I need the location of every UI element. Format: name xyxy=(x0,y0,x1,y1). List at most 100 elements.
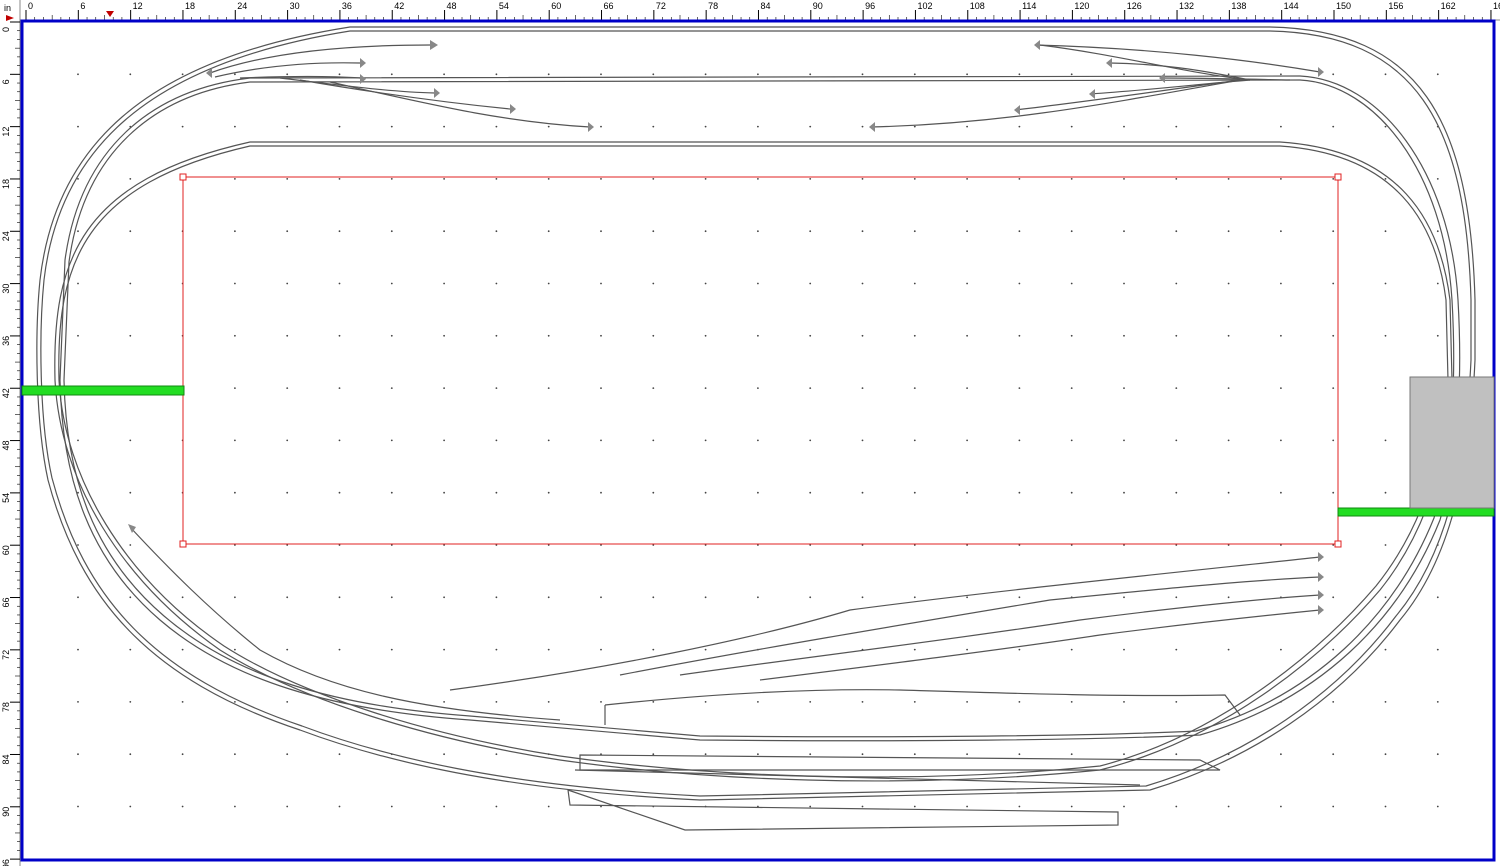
grid-dot xyxy=(600,491,602,494)
ruler-tick-label: 90 xyxy=(1,807,11,817)
grid-dot xyxy=(338,596,341,599)
spur-track[interactable] xyxy=(209,44,431,74)
track-end-markers xyxy=(128,40,1324,615)
grid-dot xyxy=(1123,596,1125,599)
outer-loop-track[interactable] xyxy=(36,26,1476,801)
grid-dot xyxy=(1070,805,1073,808)
grid-dot xyxy=(757,334,759,337)
grid-dot xyxy=(966,753,968,756)
grid-dot xyxy=(338,73,341,76)
yard-track[interactable] xyxy=(604,689,1241,716)
grid-dot xyxy=(809,178,812,180)
grid-dot xyxy=(1332,648,1335,651)
grid-dot xyxy=(1227,596,1230,599)
selected-rectangle[interactable] xyxy=(179,173,1342,548)
grid-dot xyxy=(547,439,550,442)
middle-loop-track[interactable] xyxy=(59,75,1461,742)
selection-handle[interactable] xyxy=(1334,173,1342,181)
spur-track[interactable] xyxy=(1039,44,1251,81)
grid-dot xyxy=(495,73,498,76)
grid-dot xyxy=(443,125,445,128)
grid-dot xyxy=(495,648,498,651)
spur-track[interactable] xyxy=(329,81,591,128)
grid-dot xyxy=(1123,334,1125,337)
grid-dot xyxy=(600,439,602,442)
grid-dot xyxy=(1384,125,1387,128)
left-green-connector[interactable] xyxy=(21,385,185,396)
grid-dot xyxy=(913,805,916,808)
yard-track[interactable] xyxy=(679,594,1321,676)
yard-track[interactable] xyxy=(579,754,1221,771)
yard-track[interactable] xyxy=(449,556,1321,691)
grid-dot xyxy=(77,125,79,128)
grid-dot xyxy=(809,230,812,233)
spur-track[interactable] xyxy=(1014,79,1241,111)
spur-track[interactable] xyxy=(1034,44,1321,73)
yard-track[interactable] xyxy=(619,576,1321,676)
grid-dot xyxy=(547,230,550,233)
grid-dot xyxy=(966,178,968,180)
ruler-tick-label: 54 xyxy=(1,493,11,503)
grid-dot xyxy=(1175,491,1178,494)
selection-handle[interactable] xyxy=(179,540,187,548)
grid-dot xyxy=(390,387,393,389)
grid-dot xyxy=(704,753,707,756)
grid-dot xyxy=(495,230,498,233)
ruler-position-marker-icon[interactable] xyxy=(106,11,114,17)
ruler-tick-label: 84 xyxy=(1,754,11,764)
grid-dot xyxy=(390,282,393,285)
grid-dot xyxy=(1280,648,1282,651)
grid-dot xyxy=(1384,596,1387,599)
grid-dot xyxy=(809,805,812,808)
spur-track[interactable] xyxy=(214,62,361,78)
yard-track[interactable] xyxy=(574,769,1141,786)
grid-dot xyxy=(390,596,393,599)
grid-dot xyxy=(338,387,341,389)
grid-dot xyxy=(1070,334,1073,337)
ruler-tick-label: 108 xyxy=(970,1,985,11)
spur-track[interactable] xyxy=(239,75,361,79)
grid-dot xyxy=(547,805,550,808)
grid-dot xyxy=(757,701,759,703)
track-end-arrow-icon xyxy=(1318,590,1324,600)
grid-dot xyxy=(547,544,550,546)
grid-dot xyxy=(1018,387,1021,389)
grid-dot xyxy=(547,125,550,128)
grid-dot xyxy=(234,491,236,494)
ruler-tick-label: 60 xyxy=(1,545,11,555)
inner-loop-track[interactable] xyxy=(54,141,1453,782)
grid-dot xyxy=(1280,73,1282,76)
yard-track[interactable] xyxy=(567,789,1119,831)
grid-dot xyxy=(234,73,236,76)
grid-dot xyxy=(966,596,968,599)
spur-track[interactable] xyxy=(299,79,511,110)
selection-handle[interactable] xyxy=(179,173,187,181)
grid-dot xyxy=(181,648,184,651)
ruler-tick-label: 30 xyxy=(290,1,300,11)
grid-dot xyxy=(1436,805,1439,808)
grid-dot xyxy=(286,544,289,546)
grid-dot xyxy=(1175,334,1178,337)
grey-block[interactable] xyxy=(1409,376,1495,509)
grid-dot xyxy=(390,648,393,651)
grid-dot xyxy=(966,387,968,389)
yard-track[interactable] xyxy=(759,609,1321,681)
ruler-tick-label: 84 xyxy=(760,1,770,11)
spur-track[interactable] xyxy=(1109,62,1251,81)
grid-dot xyxy=(1280,439,1282,442)
spur-track[interactable] xyxy=(1159,77,1291,81)
spur-track[interactable] xyxy=(869,79,1241,128)
grid-dot xyxy=(1384,805,1387,808)
yard-track[interactable] xyxy=(129,526,561,721)
grid-dot xyxy=(757,544,759,546)
right-green-connector[interactable] xyxy=(1337,507,1495,517)
grid-dot xyxy=(1227,544,1230,546)
grid-dot xyxy=(495,596,498,599)
selection-handle[interactable] xyxy=(1334,540,1342,548)
grid-dot xyxy=(338,334,341,337)
track-plan[interactable] xyxy=(36,26,1476,831)
ruler-tick-label: 78 xyxy=(708,1,718,11)
